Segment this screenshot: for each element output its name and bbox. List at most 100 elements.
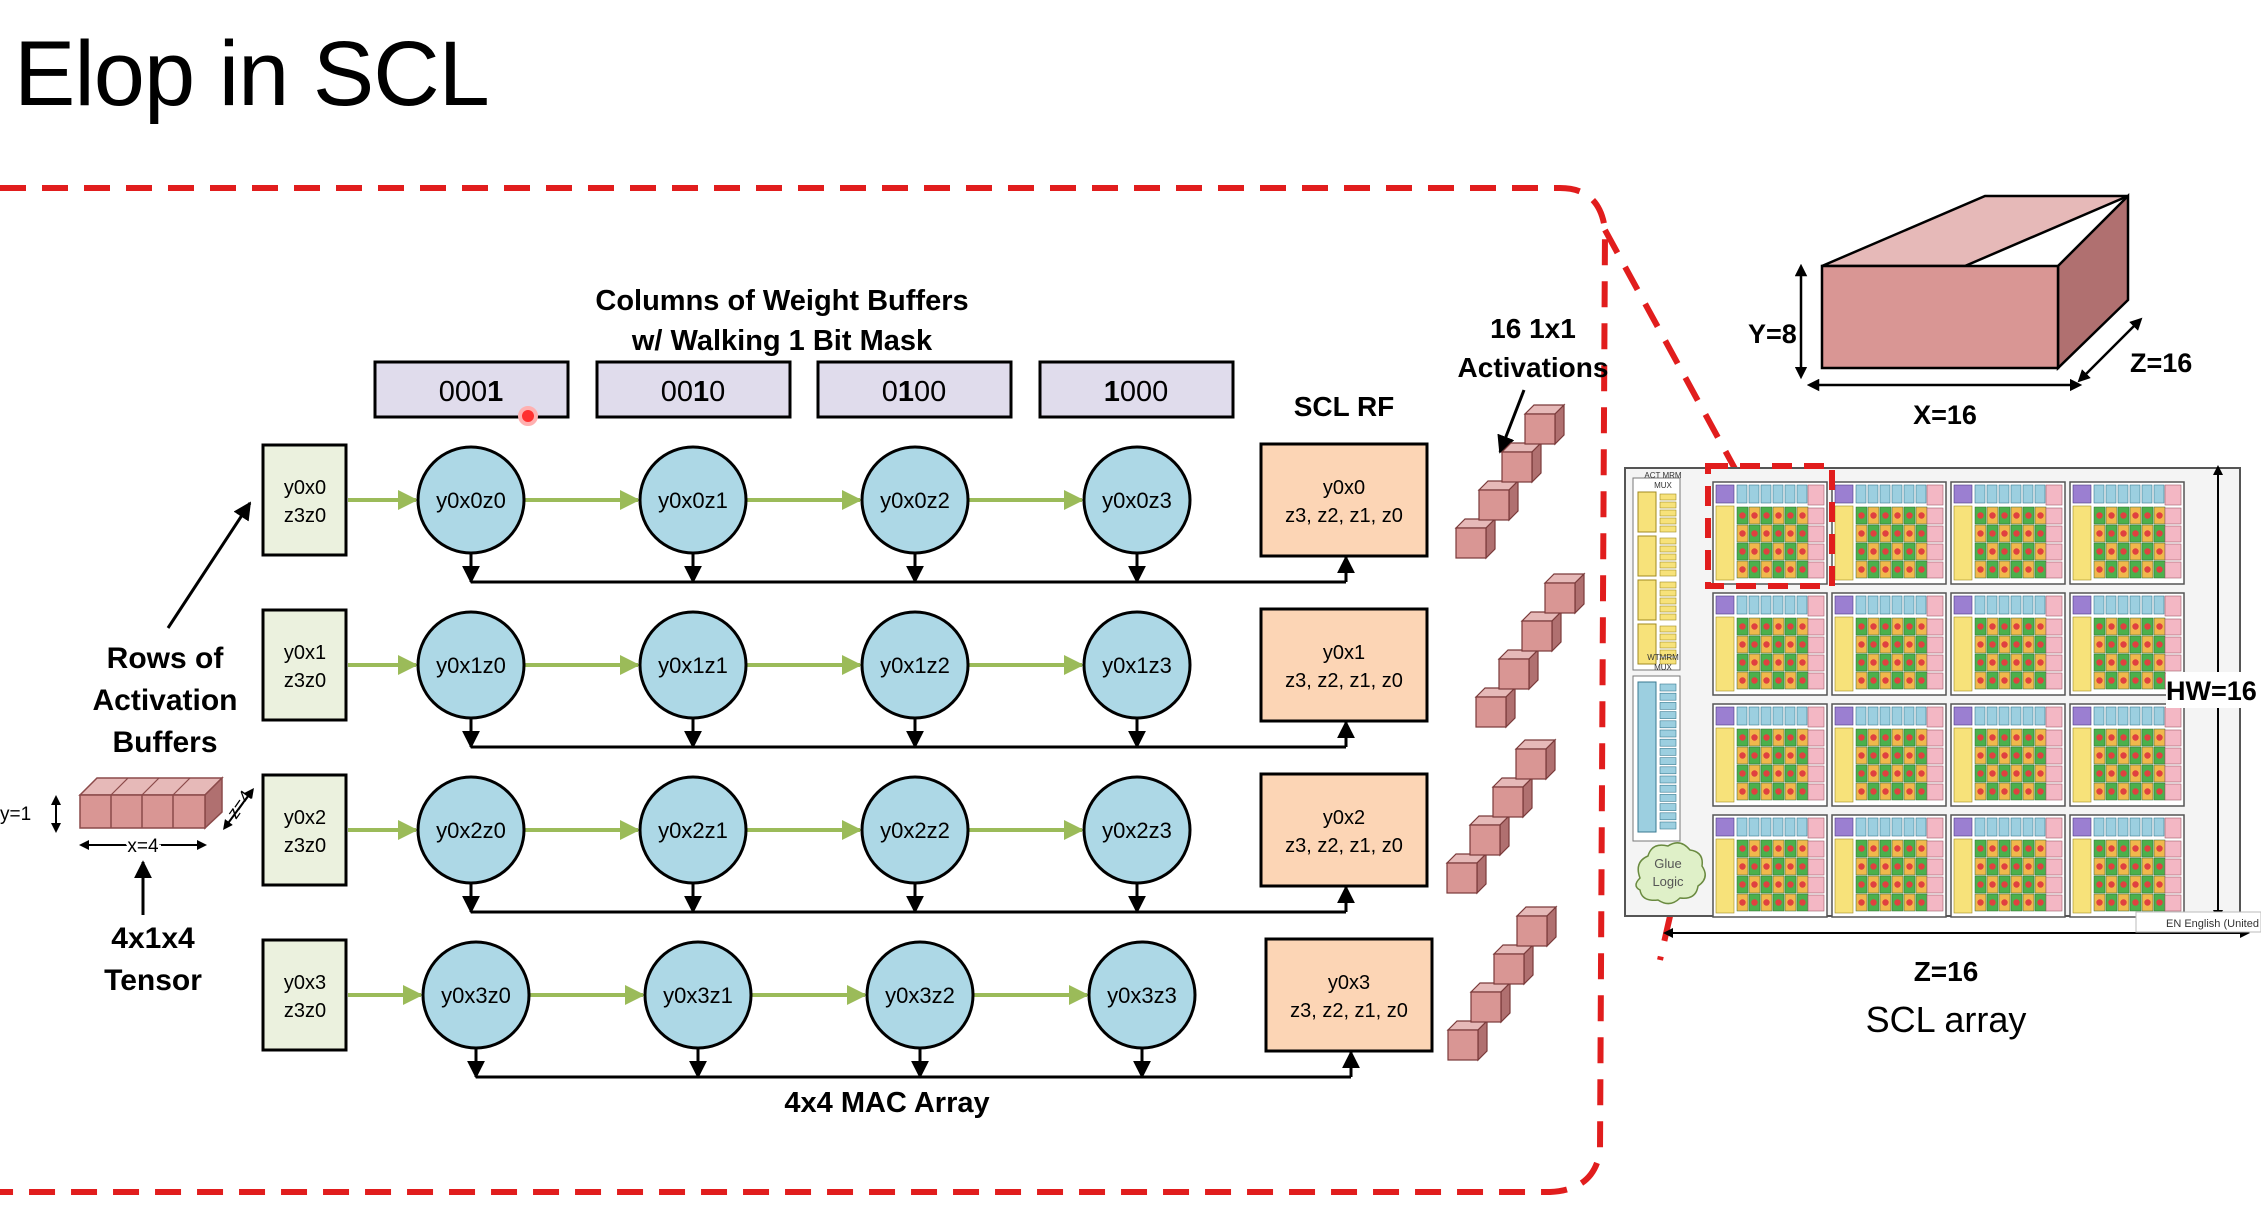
cube-dim-y: Y=8 [1748,319,1797,349]
mac-unit [416,445,526,555]
mac-unit-label: y0x1z2 [880,653,950,678]
mac-unit [421,940,531,1050]
activation-cube [1491,776,1534,819]
zoom-line-top [1602,228,1743,480]
scl-rf-label: y0x3 [1328,972,1370,994]
mask-part: 1 [693,376,709,408]
activation-cube [1492,943,1535,986]
mask-box [1038,360,1235,419]
hw-label-bg [2166,672,2261,708]
scl-tile [1712,592,1828,696]
mac-unit-label: y0x0z3 [1102,488,1172,513]
activation-cube [1454,517,1497,560]
activation-cube [1515,905,1558,948]
mask-value: 0001 [439,376,504,408]
activation-buffer-label: z3z0 [284,835,326,857]
scl-tile [2069,592,2185,696]
mac-unit [416,775,526,885]
slide-title: Elop in SCL [14,23,490,125]
mac-unit [1082,610,1192,720]
mac-unit-label: y0x3z0 [441,983,511,1008]
scl-rf-box [1259,772,1429,888]
tensor-graphic [51,776,254,850]
mask-part: 00 [661,376,693,408]
act-mux-label-1: ACT MRM [1644,471,1682,480]
rows-label-line2: Activation [92,684,237,717]
activation-buffer [261,773,348,887]
activation-cube [1497,648,1540,691]
rf-header: SCL RF [1294,391,1395,422]
mac-unit [1087,940,1197,1050]
glue-label-1: Glue [1654,856,1681,871]
activation-buffer-label: y0x2 [284,807,326,829]
scl-tile [2069,814,2185,918]
mac-unit-label: y0x1z1 [658,653,728,678]
pointer-dot [518,406,538,426]
activation-buffer-label: y0x3 [284,972,326,994]
zoom-cell-outline [1705,463,1835,589]
activation-cube [1500,441,1543,484]
mac-unit-label: y0x0z0 [436,488,506,513]
mask-box [595,360,792,419]
mask-part: 0 [882,376,898,408]
glue-logic-cloud [1635,842,1706,905]
mask-part: 1 [487,376,503,408]
scl-rf-label: y0x0 [1323,477,1365,499]
wt-mux-label-2: MUX [1654,663,1672,672]
scl-tile [1712,481,1828,585]
activation-cube [1543,572,1586,615]
activation-buffer-label: z3z0 [284,670,326,692]
scl-rf-label: y0x2 [1323,807,1365,829]
scl-array-chip [1624,467,2241,918]
mac-unit [860,445,970,555]
mask-part: 00 [914,376,946,408]
scl-tile [1831,481,1947,585]
cube-dim-z: Z=16 [2130,348,2192,378]
mac-unit [643,940,753,1050]
activation-cube [1477,479,1520,522]
rows-label-line1: Rows of [107,642,225,675]
language-badge[interactable] [2135,911,2261,933]
scl-tile [1950,481,2066,585]
activations-header-line1: 16 1x1 [1490,313,1576,344]
chip-z-label: Z=16 [1914,956,1979,987]
mask-box [373,360,570,419]
chip-hw-label: HW=16 [2166,676,2257,706]
activation-buffer [261,608,348,722]
mask-part: 000 [439,376,487,408]
scl-rf-box [1259,442,1429,558]
mac-unit [860,775,970,885]
mac-unit-label: y0x2z1 [658,818,728,843]
mac-unit [638,445,748,555]
cube-dim-x: X=16 [1913,400,1977,430]
activation-buffer [261,443,348,557]
mac-unit-label: y0x3z2 [885,983,955,1008]
weight-header-line2: w/ Walking 1 Bit Mask [631,325,933,357]
wt-mux-label-1: WTMRM [1647,653,1679,662]
tensor-label-line1: 4x1x4 [111,922,195,955]
mask-part: 1 [898,376,914,408]
mac-unit [1082,775,1192,885]
rows-label-line3: Buffers [112,726,217,759]
mask-part: 0 [709,376,725,408]
mac-unit [638,610,748,720]
mac-unit [1082,445,1192,555]
activations-header-line2: Activations [1458,352,1609,383]
mac-unit [638,775,748,885]
activation-cube [1468,814,1511,857]
mac-unit [865,940,975,1050]
scl-tile [1950,814,2066,918]
scl-array-label: SCL array [1866,999,2027,1040]
scl-tile [1712,814,1828,918]
scl-rf-label: z3, z2, z1, z0 [1290,1000,1408,1022]
activation-buffer [261,938,348,1052]
scl-tile [2069,481,2185,585]
activation-buffer-label: z3z0 [284,505,326,527]
scl-tile [1950,592,2066,696]
tensor-dim-x: x=4 [127,836,159,857]
mac-unit-label: y0x2z0 [436,818,506,843]
